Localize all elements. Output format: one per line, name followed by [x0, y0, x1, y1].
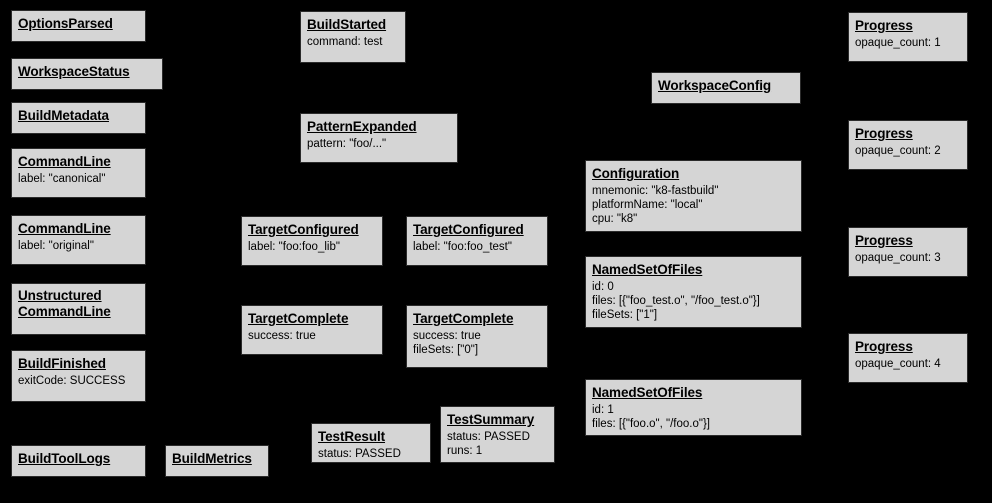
node-field: id: 0	[592, 281, 614, 293]
node-title: Progress	[855, 126, 913, 141]
node-progress-3[interactable]: Progress opaque_count: 3	[848, 227, 968, 277]
node-field: fileSets: ["0"]	[413, 344, 479, 356]
node-title: NamedSetOfFiles	[592, 385, 703, 400]
node-field: label: "canonical"	[18, 173, 106, 185]
node-field: id: 1	[592, 404, 614, 416]
node-title: BuildToolLogs	[18, 451, 111, 466]
node-named-set-of-files-1[interactable]: NamedSetOfFiles id: 1 files: [{"foo.o", "/…	[585, 379, 802, 436]
node-build-metadata[interactable]: BuildMetadata	[11, 102, 146, 134]
node-title: Progress	[855, 18, 913, 33]
node-field: platformName: "local"	[592, 199, 703, 211]
node-command-line-canonical[interactable]: CommandLine label: "canonical"	[11, 148, 146, 198]
node-progress-2[interactable]: Progress opaque_count: 2	[848, 120, 968, 170]
node-field: fileSets: ["1"]	[592, 309, 658, 321]
node-title: CommandLine	[18, 221, 111, 236]
node-title: TestResult	[318, 429, 386, 444]
node-target-configured-test[interactable]: TargetConfigured label: "foo:foo_test"	[406, 216, 548, 266]
node-field: opaque_count: 3	[855, 252, 941, 264]
node-field: opaque_count: 4	[855, 358, 941, 370]
node-fields: opaque_count: 2	[855, 144, 961, 158]
node-field: success: true	[413, 330, 481, 342]
node-field: opaque_count: 2	[855, 145, 941, 157]
node-title: OptionsParsed	[18, 16, 113, 31]
node-field: exitCode: SUCCESS	[18, 375, 126, 387]
node-fields: label: "canonical"	[18, 172, 139, 186]
node-field: files: [{"foo_test.o", "/foo_test.o"}]	[592, 295, 760, 307]
node-unstructured-command-line[interactable]: Unstructured CommandLine	[11, 283, 146, 335]
node-field: opaque_count: 1	[855, 37, 941, 49]
node-target-complete-lib[interactable]: TargetComplete success: true	[241, 305, 383, 355]
node-target-complete-test[interactable]: TargetComplete success: true fileSets: ["0…	[406, 305, 548, 368]
node-named-set-of-files-0[interactable]: NamedSetOfFiles id: 0 files: [{"foo_test.o…	[585, 256, 802, 328]
node-fields: status: PASSED runs: 1	[447, 430, 548, 458]
node-title: Progress	[855, 233, 913, 248]
node-target-configured-lib[interactable]: TargetConfigured label: "foo:foo_lib"	[241, 216, 383, 266]
node-field: runs: 1	[447, 445, 483, 457]
node-title: WorkspaceStatus	[18, 64, 130, 79]
node-options-parsed[interactable]: OptionsParsed	[11, 10, 146, 42]
node-build-started[interactable]: BuildStarted command: test	[300, 11, 406, 63]
node-title: BuildMetrics	[172, 451, 252, 466]
node-title: PatternExpanded	[307, 119, 417, 134]
node-build-metrics[interactable]: BuildMetrics	[165, 445, 269, 477]
node-fields: opaque_count: 4	[855, 357, 961, 371]
node-field: success: true	[248, 330, 316, 342]
node-title: Unstructured CommandLine	[18, 288, 111, 319]
node-field: label: "foo:foo_test"	[413, 241, 512, 253]
node-fields: opaque_count: 1	[855, 36, 961, 50]
node-fields: status: PASSED	[318, 447, 424, 461]
node-test-summary[interactable]: TestSummary status: PASSED runs: 1	[440, 406, 555, 463]
node-title: TargetConfigured	[413, 222, 524, 237]
node-fields: pattern: "foo/..."	[307, 137, 451, 151]
node-field: status: PASSED	[447, 431, 530, 443]
node-progress-1[interactable]: Progress opaque_count: 1	[848, 12, 968, 62]
node-field: status: PASSED	[318, 448, 401, 460]
node-title: TargetComplete	[413, 311, 514, 326]
node-field: mnemonic: "k8-fastbuild"	[592, 185, 719, 197]
node-fields: label: "foo:foo_lib"	[248, 240, 376, 254]
node-title: BuildFinished	[18, 356, 106, 371]
node-title: WorkspaceConfig	[658, 78, 772, 93]
node-fields: label: "original"	[18, 239, 139, 253]
node-title: CommandLine	[18, 154, 111, 169]
node-pattern-expanded[interactable]: PatternExpanded pattern: "foo/..."	[300, 113, 458, 163]
node-title: NamedSetOfFiles	[592, 262, 703, 277]
node-fields: exitCode: SUCCESS	[18, 374, 139, 388]
node-fields: label: "foo:foo_test"	[413, 240, 541, 254]
node-title: TargetComplete	[248, 311, 349, 326]
node-progress-4[interactable]: Progress opaque_count: 4	[848, 333, 968, 383]
node-build-tool-logs[interactable]: BuildToolLogs	[11, 445, 146, 477]
node-fields: mnemonic: "k8-fastbuild" platformName: "l…	[592, 184, 795, 226]
node-field: pattern: "foo/..."	[307, 138, 387, 150]
node-title: Configuration	[592, 166, 680, 181]
node-field: label: "foo:foo_lib"	[248, 241, 340, 253]
node-field: cpu: "k8"	[592, 213, 638, 225]
node-fields: opaque_count: 3	[855, 251, 961, 265]
node-command-line-original[interactable]: CommandLine label: "original"	[11, 215, 146, 265]
node-title: TargetConfigured	[248, 222, 359, 237]
node-fields: command: test	[307, 35, 399, 49]
node-test-result[interactable]: TestResult status: PASSED	[311, 423, 431, 463]
node-title: BuildMetadata	[18, 108, 109, 123]
node-configuration[interactable]: Configuration mnemonic: "k8-fastbuild" pla…	[585, 160, 802, 232]
node-fields: id: 1 files: [{"foo.o", "/foo.o"}]	[592, 403, 795, 431]
node-field: command: test	[307, 36, 383, 48]
node-field: label: "original"	[18, 240, 94, 252]
node-title: BuildStarted	[307, 17, 387, 32]
node-title: Progress	[855, 339, 913, 354]
node-fields: success: true	[248, 329, 376, 343]
node-field: files: [{"foo.o", "/foo.o"}]	[592, 418, 710, 430]
node-fields: id: 0 files: [{"foo_test.o", "/foo_test.o…	[592, 280, 795, 322]
node-fields: success: true fileSets: ["0"]	[413, 329, 541, 357]
node-title: TestSummary	[447, 412, 535, 427]
node-workspace-config[interactable]: WorkspaceConfig	[651, 72, 801, 104]
node-build-finished[interactable]: BuildFinished exitCode: SUCCESS	[11, 350, 146, 402]
node-workspace-status[interactable]: WorkspaceStatus	[11, 58, 163, 90]
